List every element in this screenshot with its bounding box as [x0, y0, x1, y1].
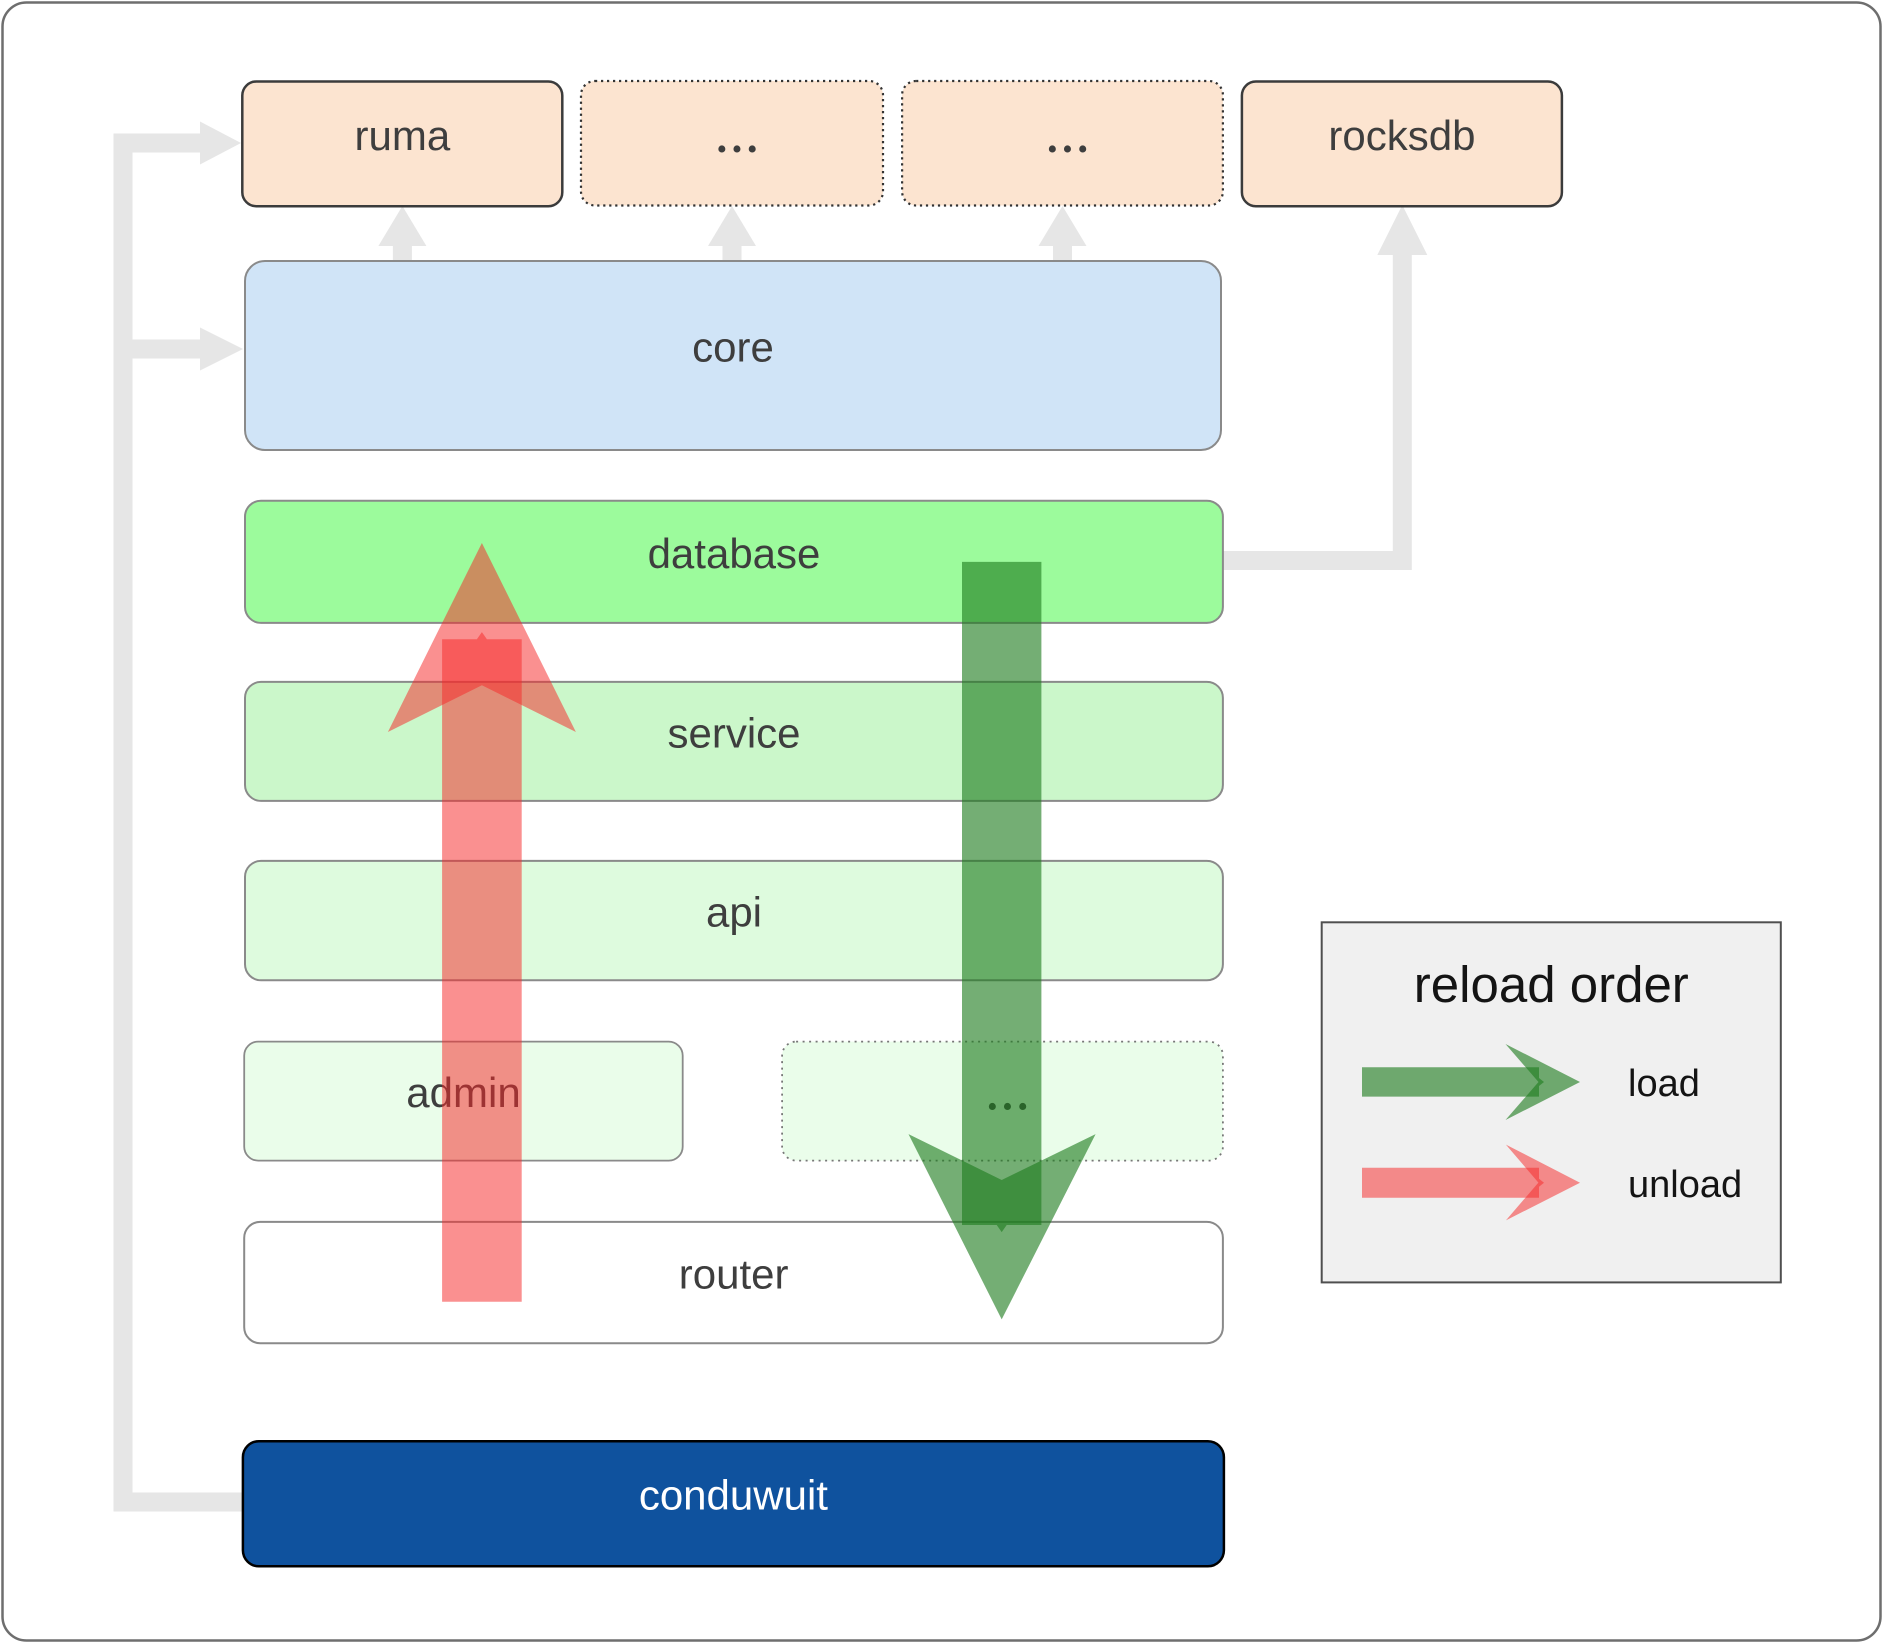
box-rocksdb	[1240, 80, 1564, 208]
box-core	[244, 260, 1222, 451]
arrowhead-into-core	[200, 327, 243, 371]
arrowhead-database-rocksdb	[1377, 205, 1428, 255]
box-ruma	[241, 80, 564, 208]
box-crate-more-1	[579, 79, 885, 207]
box-router-label: router	[679, 1251, 789, 1298]
box-crate-more-2-label: ...	[1044, 102, 1090, 165]
connector-arrowheads	[200, 121, 1428, 371]
unload-flow-arrow	[387, 543, 576, 1302]
load-arrow-head	[908, 1134, 1096, 1320]
legend-unload-label: unload	[1628, 1164, 1742, 1206]
legend-load-label: load	[1628, 1063, 1700, 1105]
box-database-label: database	[648, 530, 821, 577]
box-crate-more-1-label: ...	[713, 102, 759, 165]
box-conduwuit	[241, 1439, 1226, 1568]
arrowhead-core-more2	[1038, 206, 1087, 246]
legend: reload order load unload	[1320, 921, 1782, 1284]
connector-database-rocksdb	[1220, 254, 1412, 570]
legend-unload-arrow-head	[1505, 1144, 1580, 1221]
connector-group	[113, 133, 1412, 1512]
arrowhead-into-ruma	[200, 121, 241, 165]
legend-load-arrow-shaft	[1362, 1067, 1544, 1097]
box-service-label: service	[667, 709, 800, 756]
load-arrow-shaft	[962, 561, 1042, 1233]
legend-box	[1320, 921, 1782, 1284]
connector-conduwuit-elbow	[113, 133, 246, 1512]
box-conduwuit-label: conduwuit	[639, 1472, 828, 1519]
box-ruma-label: ruma	[355, 112, 451, 159]
box-crate-more-2	[900, 79, 1224, 207]
legend-unload-arrow	[1362, 1144, 1580, 1221]
box-rocksdb-label: rocksdb	[1328, 112, 1475, 159]
box-api-label: api	[706, 889, 762, 936]
legend-load-arrow-head	[1505, 1044, 1580, 1120]
arrowhead-core-more1	[708, 206, 756, 246]
legend-load-arrow	[1362, 1044, 1580, 1120]
legend-title: reload order	[1414, 956, 1689, 1013]
unload-arrow-shaft	[442, 632, 522, 1302]
legend-unload-arrow-shaft	[1362, 1167, 1544, 1198]
arrowhead-core-ruma	[378, 206, 427, 246]
load-flow-arrow	[908, 561, 1096, 1320]
box-core-label: core	[692, 324, 774, 371]
